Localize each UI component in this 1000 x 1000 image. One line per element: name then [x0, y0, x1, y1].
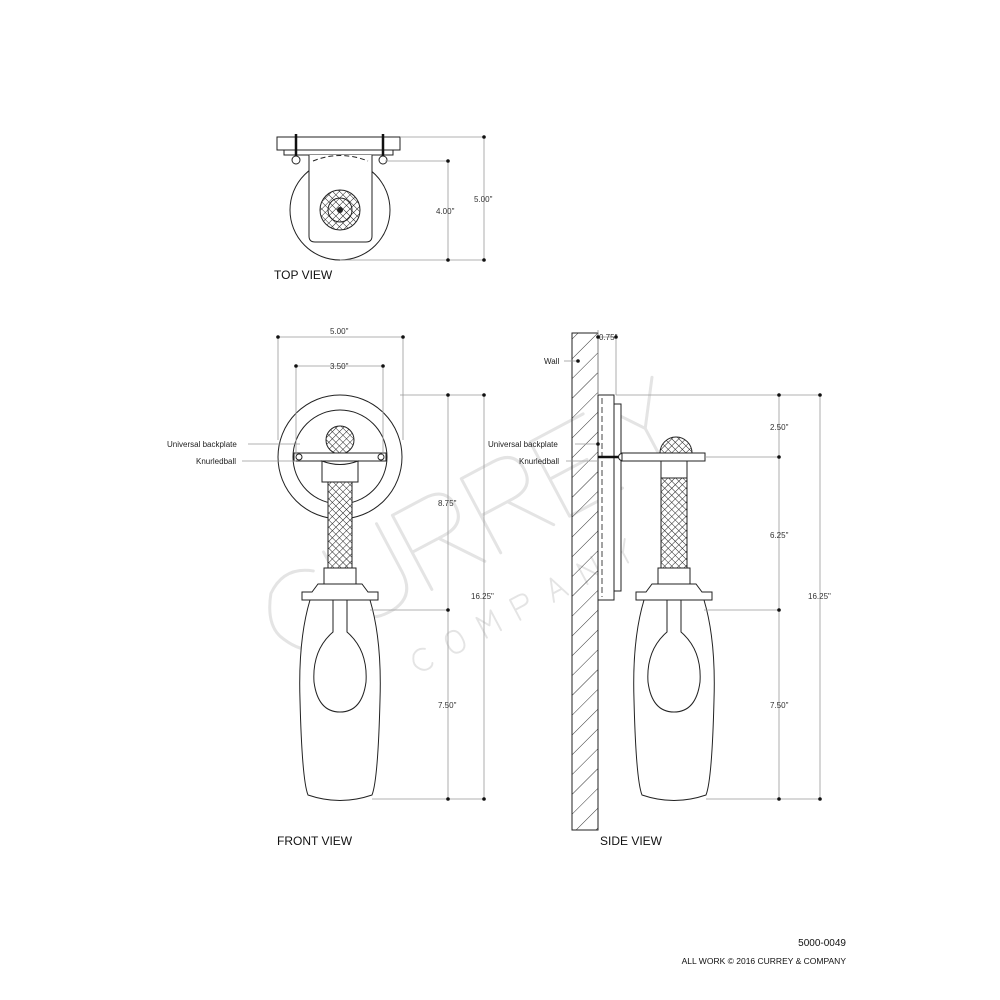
dim-side-top: 2.50" [770, 423, 789, 432]
watermark-letter [459, 456, 556, 555]
label-side-universal-backplate: Universal backplate [488, 440, 558, 449]
watermark-letter [508, 593, 529, 621]
watermark-letter [412, 647, 434, 671]
dim-side-shade: 7.50" [770, 701, 789, 710]
dim-front-width-outer: 5.00" [330, 327, 349, 336]
dim-side-stem: 6.25" [770, 531, 789, 540]
watermark-letter [549, 577, 570, 603]
dim-top-total: 5.00" [474, 195, 493, 204]
rosette-icon [319, 189, 361, 231]
dim-front-shade: 7.50" [438, 701, 457, 710]
watermark-letter [475, 609, 503, 639]
dim-top-depth: 4.00" [436, 207, 455, 216]
part-number: 5000-0049 [798, 938, 846, 949]
side-view-title: SIDE VIEW [600, 834, 663, 848]
dim-front-total: 16.25" [471, 592, 494, 601]
top-view: 4.00" 5.00" TOP VIEW [274, 134, 493, 282]
watermark-letter [444, 629, 466, 654]
dim-side-total: 16.25" [808, 592, 831, 601]
dim-front-upper: 8.75" [438, 499, 457, 508]
label-universal-backplate: Universal backplate [167, 440, 237, 449]
front-view-title: FRONT VIEW [277, 834, 353, 848]
label-knurledball: Knurledball [196, 457, 236, 466]
copyright: ALL WORK © 2016 CURREY & COMPANY [682, 956, 847, 966]
dim-side-extension: 0.75" [599, 333, 618, 342]
dim-front-width-inner: 3.50" [330, 362, 349, 371]
label-side-knurledball: Knurledball [519, 457, 559, 466]
front-view: 5.00" 3.50" 8.75" 7.50" 16.25" Universal… [167, 327, 494, 848]
side-view: 0.75" 2.50" 6.25" 7.50" 16.25" Wall Univ… [488, 330, 831, 848]
label-wall: Wall [544, 357, 559, 366]
watermark-letter [390, 492, 487, 591]
top-view-title: TOP VIEW [274, 268, 333, 282]
